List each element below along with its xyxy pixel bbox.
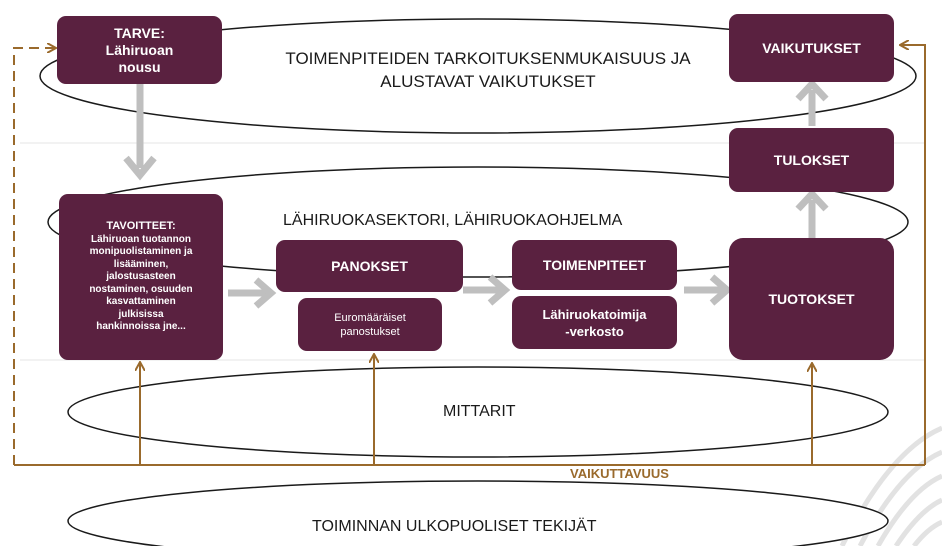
label-vaikuttavuus: VAIKUTTAVUUS [570, 466, 669, 482]
box-panokset: PANOKSET [276, 240, 463, 292]
box-tavoitteet: TAVOITTEET: Lähiruoan tuotannon monipuol… [59, 194, 223, 360]
box-tarve: TARVE: Lähiruoan nousu [57, 16, 222, 84]
label-purposefulness-line-1: TOIMENPITEIDEN TARKOITUKSENMUKAISUUS JA [285, 49, 691, 68]
box-tavoitteet-line-2: monipuolistaminen ja [89, 246, 193, 258]
label-external-factors: TOIMINNAN ULKOPUOLISET TEKIJÄT [312, 517, 597, 537]
ellipse-mittarit [67, 366, 889, 458]
arrow-tavoitteet-to-panokset-head [253, 277, 277, 309]
box-verkosto-line-2: -verkosto [565, 323, 624, 339]
box-tuotokset: TUOTOKSET [729, 238, 894, 360]
box-tavoitteet-line-6: kasvattaminen [106, 296, 176, 308]
ellipse-sector [47, 166, 909, 278]
ellipse-external-factors [67, 480, 889, 546]
box-tavoitteet-line-5: nostaminen, osuuden [89, 283, 193, 295]
box-tarve-line-1: TARVE: [114, 24, 165, 41]
label-sector-text: LÄHIRUOKASEKTORI, LÄHIRUOKAOHJELMA [283, 212, 623, 229]
label-mittarit: MITTARIT [443, 402, 516, 422]
label-vaikuttavuus-text: VAIKUTTAVUUS [570, 466, 669, 481]
ellipse-purposefulness [39, 18, 917, 134]
box-panostukset: Euromääräiset panostukset [298, 298, 442, 351]
box-tavoitteet-line-3: lisääminen, [113, 258, 169, 270]
box-verkosto: Lähiruokatoimija -verkosto [512, 296, 677, 349]
arrow-toimenpiteet-to-tuotokset-head [709, 274, 733, 306]
box-tavoitteet-line-7: julkisissa [118, 308, 164, 320]
box-panostukset-line-1: Euromääräiset [334, 311, 406, 324]
label-mittarit-text: MITTARIT [443, 403, 516, 420]
box-tavoitteet-title: TAVOITTEET: [106, 220, 176, 233]
box-vaikutukset-label: VAIKUTUKSET [762, 40, 861, 56]
arrow-tulokset-to-vaikutukset-head [795, 78, 829, 102]
box-panokset-label: PANOKSET [331, 258, 408, 274]
box-verkosto-line-1: Lähiruokatoimija [542, 306, 647, 322]
box-tuotokset-label: TUOTOKSET [768, 291, 855, 307]
arrow-tuotokset-to-tulokset-head [795, 188, 829, 212]
box-tulokset-label: TULOKSET [773, 152, 850, 168]
box-vaikutukset: VAIKUTUKSET [729, 14, 894, 82]
box-toimenpiteet-label: TOIMENPITEET [542, 257, 647, 273]
box-tulokset: TULOKSET [729, 128, 894, 192]
feedback-right-loop [902, 45, 926, 465]
box-tavoitteet-line-4: jalostusasteen [106, 271, 176, 283]
label-external-factors-text: TOIMINNAN ULKOPUOLISET TEKIJÄT [312, 518, 597, 535]
box-tavoitteet-line-1: Lähiruoan tuotannon [91, 233, 191, 245]
box-tavoitteet-line-8: hankinnoissa jne... [96, 321, 186, 333]
label-sector: LÄHIRUOKASEKTORI, LÄHIRUOKAOHJELMA [283, 211, 622, 231]
box-tarve-line-3: nousu [118, 58, 161, 75]
arrow-tarve-to-tavoitteet-head [123, 155, 157, 181]
feedback-left-loop [13, 48, 54, 465]
label-purposefulness-line-2: ALUSTAVAT VAIKUTUKSET [380, 72, 596, 91]
label-purposefulness: TOIMENPITEIDEN TARKOITUKSENMUKAISUUS JA … [238, 47, 738, 93]
arrow-panokset-to-toimenpiteet-head [487, 274, 511, 306]
box-tarve-line-2: Lähiruoan [105, 41, 174, 58]
box-toimenpiteet: TOIMENPITEET [512, 240, 677, 290]
box-panostukset-line-2: panostukset [340, 325, 400, 338]
